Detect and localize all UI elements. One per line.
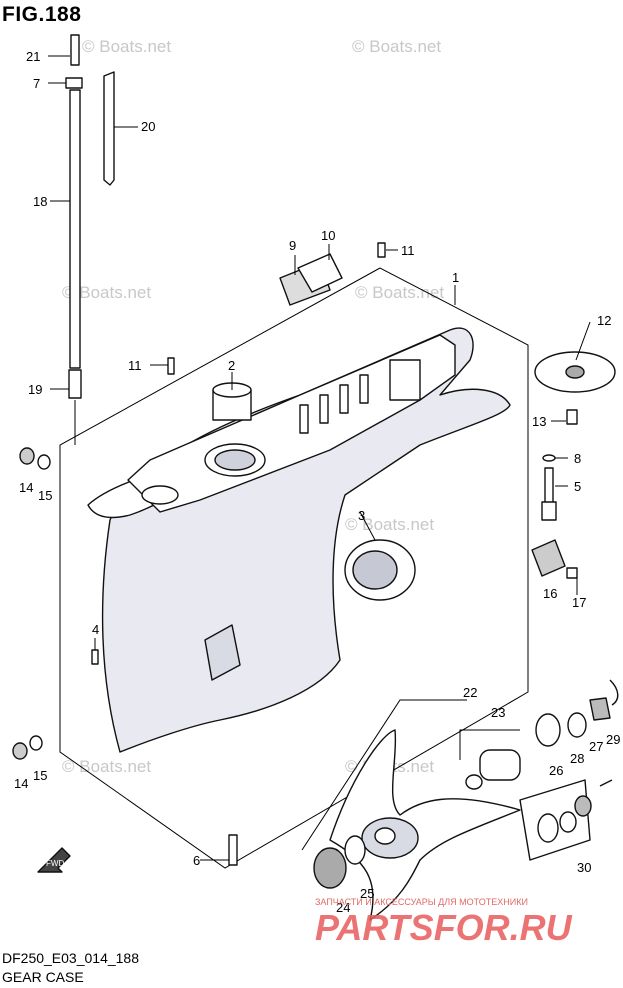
spacer-block bbox=[531, 539, 578, 579]
callout-26: 26 bbox=[549, 763, 563, 778]
callout-labels: 21 7 20 18 19 14 15 9 10 11 1 11 2 12 13… bbox=[14, 49, 620, 915]
callout-19: 19 bbox=[28, 382, 42, 397]
callout-14b: 14 bbox=[14, 776, 28, 791]
callout-12: 12 bbox=[597, 313, 611, 328]
callout-20: 20 bbox=[141, 119, 155, 134]
watermark-logo: PARTSFOR.RU bbox=[315, 907, 573, 948]
small-hardware bbox=[12, 357, 238, 866]
callout-13: 13 bbox=[532, 414, 546, 429]
callout-21: 21 bbox=[26, 49, 40, 64]
callout-28: 28 bbox=[570, 751, 584, 766]
watermark-text: © Boats.net bbox=[345, 515, 434, 534]
figure-title: FIG.188 bbox=[2, 3, 82, 26]
callout-25: 25 bbox=[360, 886, 374, 901]
callout-7: 7 bbox=[33, 76, 40, 91]
callout-11b: 11 bbox=[128, 358, 142, 373]
callout-14: 14 bbox=[19, 480, 33, 495]
callout-23: 23 bbox=[491, 705, 505, 720]
callout-6: 6 bbox=[193, 853, 200, 868]
callout-9: 9 bbox=[289, 238, 296, 253]
callout-8: 8 bbox=[574, 451, 581, 466]
diagram-name: GEAR CASE bbox=[2, 969, 84, 985]
callout-22: 22 bbox=[463, 685, 477, 700]
callout-29: 29 bbox=[606, 732, 620, 747]
watermark-text: © Boats.net bbox=[82, 37, 171, 56]
diagram-code: DF250_E03_014_188 bbox=[2, 950, 140, 966]
watermark-text: © Boats.net bbox=[62, 283, 151, 302]
callout-2: 2 bbox=[228, 358, 235, 373]
callout-15: 15 bbox=[38, 488, 52, 503]
hub-kit bbox=[459, 679, 619, 861]
fwd-arrow-icon: FWD bbox=[37, 847, 71, 873]
callout-18: 18 bbox=[33, 194, 47, 209]
watermark-text: © Boats.net bbox=[62, 757, 151, 776]
gear-case-housing: FWD bbox=[37, 267, 529, 873]
anode-disc bbox=[534, 351, 616, 393]
bolt-stack bbox=[541, 409, 578, 521]
callout-30: 30 bbox=[577, 860, 591, 875]
callout-4: 4 bbox=[92, 622, 99, 637]
leader-lines bbox=[48, 55, 591, 861]
callout-27: 27 bbox=[589, 739, 603, 754]
anode-plate bbox=[279, 242, 386, 306]
drive-shaft-group bbox=[65, 34, 115, 445]
watermark-caption: ЗАПЧАСТИ И АКСЕССУАРЫ ДЛЯ МОТОТЕХНИКИ bbox=[315, 897, 528, 907]
partsfor-watermark: ЗАПЧАСТИ И АКСЕССУАРЫ ДЛЯ МОТОТЕХНИКИ PA… bbox=[315, 897, 573, 948]
fwd-label: FWD bbox=[46, 859, 64, 868]
callout-10: 10 bbox=[321, 228, 335, 243]
callout-1: 1 bbox=[452, 270, 459, 285]
callout-16: 16 bbox=[543, 586, 557, 601]
watermark-text: © Boats.net bbox=[352, 37, 441, 56]
watermark-text: © Boats.net bbox=[355, 283, 444, 302]
callout-5: 5 bbox=[574, 479, 581, 494]
callout-24: 24 bbox=[336, 900, 350, 915]
propeller bbox=[301, 699, 521, 921]
callout-3: 3 bbox=[358, 508, 365, 523]
callout-15b: 15 bbox=[33, 768, 47, 783]
callout-11: 11 bbox=[401, 243, 415, 258]
callout-17: 17 bbox=[572, 595, 586, 610]
